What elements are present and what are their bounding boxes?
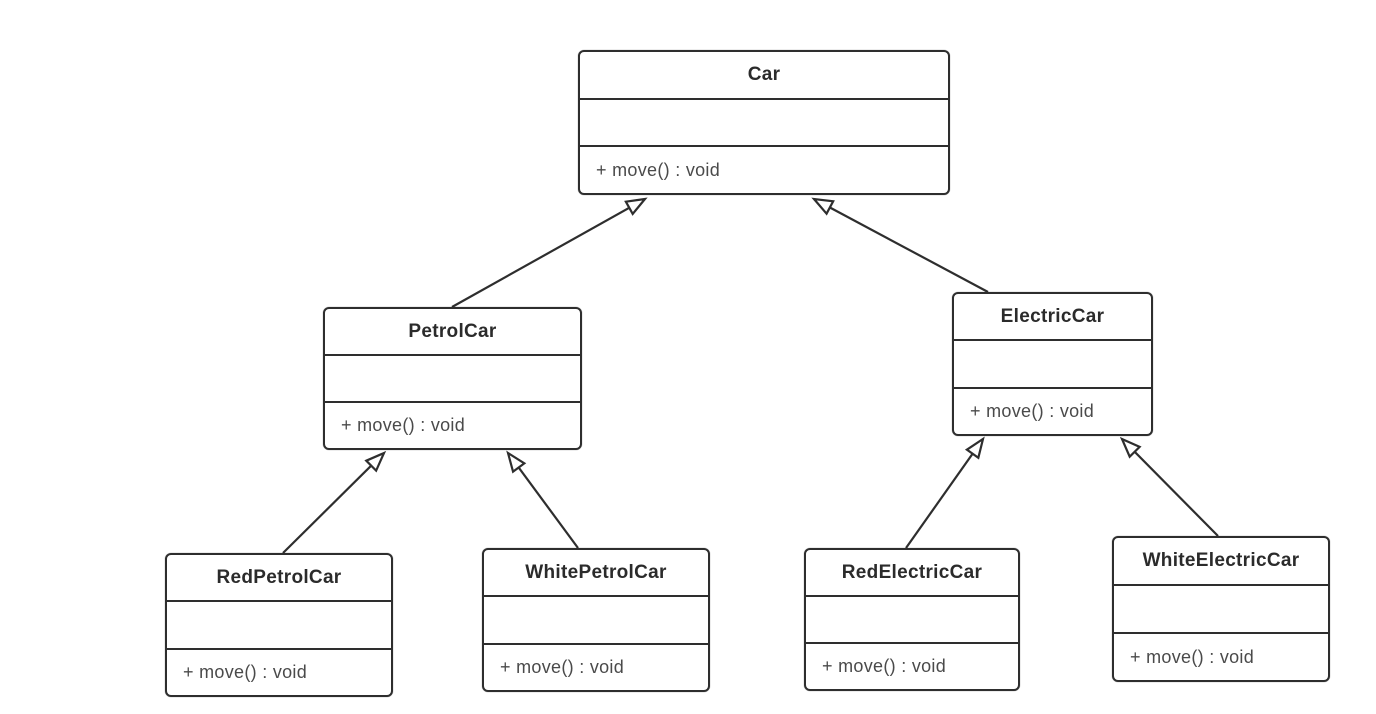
class-box-redelectriccar: RedElectricCar + move() : void xyxy=(804,548,1020,691)
generalization-arrow-redelectriccar-to-electriccar xyxy=(905,436,985,549)
class-box-electriccar: ElectricCar + move() : void xyxy=(952,292,1153,436)
class-box-whiteelectriccar: WhiteElectricCar + move() : void xyxy=(1112,536,1330,682)
method-label: + move() : void xyxy=(183,661,308,682)
class-name: PetrolCar xyxy=(325,309,580,356)
generalization-arrow-whitepetrolcar-to-petrolcar xyxy=(506,450,579,549)
attributes-compartment xyxy=(954,341,1151,389)
attributes-compartment xyxy=(484,597,708,645)
class-name: RedPetrolCar xyxy=(167,555,391,603)
method-label: + move() : void xyxy=(1130,646,1255,667)
generalization-arrow-whiteelectriccar-to-electriccar xyxy=(1119,436,1219,537)
class-name: WhitePetrolCar xyxy=(484,550,708,598)
method-label: + move() : void xyxy=(500,656,625,677)
attributes-compartment xyxy=(167,602,391,650)
method-label: + move() : void xyxy=(970,400,1095,421)
attributes-compartment xyxy=(1114,586,1328,634)
class-name: ElectricCar xyxy=(954,294,1151,342)
attributes-compartment xyxy=(325,356,580,403)
class-name: Car xyxy=(580,52,948,100)
class-box-petrolcar: PetrolCar + move() : void xyxy=(323,307,582,450)
method-label: + move() : void xyxy=(341,415,466,435)
attributes-compartment xyxy=(580,100,948,148)
generalization-arrow-redpetrolcar-to-petrolcar xyxy=(282,450,387,554)
method-label: + move() : void xyxy=(822,656,947,676)
class-box-redpetrolcar: RedPetrolCar + move() : void xyxy=(165,553,393,697)
method-label: + move() : void xyxy=(596,159,721,180)
class-name: RedElectricCar xyxy=(806,550,1018,597)
generalization-arrow-petrolcar-to-car xyxy=(451,197,648,308)
generalization-arrow-electriccar-to-car xyxy=(811,197,989,293)
class-box-car: Car + move() : void xyxy=(578,50,950,195)
attributes-compartment xyxy=(806,597,1018,644)
class-name: WhiteElectricCar xyxy=(1114,538,1328,586)
class-box-whitepetrolcar: WhitePetrolCar + move() : void xyxy=(482,548,710,692)
